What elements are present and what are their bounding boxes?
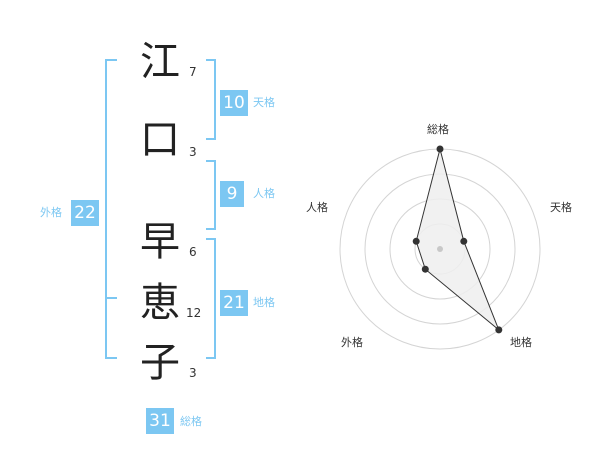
- stroke-count-4: 12: [186, 306, 202, 320]
- radar-point-4: [412, 237, 420, 245]
- jinkaku-label: 人格: [253, 187, 275, 200]
- gaikaku-bracket: [105, 59, 117, 359]
- name-char-1: 江: [140, 39, 180, 85]
- soukaku-badge: 31: [146, 408, 174, 434]
- radar-point-1: [460, 237, 468, 245]
- name-char-3: 早: [140, 219, 180, 265]
- radar-center-dot: [437, 246, 443, 252]
- soukaku-label: 総格: [180, 415, 202, 428]
- name-char-2: 口: [140, 117, 180, 163]
- radar-axis-label-jinkaku: 人格: [306, 201, 328, 214]
- name-char-4: 恵: [140, 280, 180, 326]
- chikaku-badge: 21: [220, 290, 248, 316]
- stroke-count-2: 3: [189, 145, 197, 159]
- jinkaku-badge: 9: [220, 181, 244, 207]
- gaikaku-label: 外格: [40, 206, 62, 219]
- stroke-count-5: 3: [189, 366, 197, 380]
- name-char-5: 子: [140, 340, 180, 386]
- radar-axis-label-chikaku: 地格: [510, 336, 532, 349]
- stroke-count-1: 7: [189, 65, 197, 79]
- radar-axis-label-tenkaku: 天格: [550, 201, 572, 214]
- radar-axis-label-soukaku: 総格: [427, 123, 449, 136]
- radar-point-2: [495, 326, 503, 334]
- chikaku-label: 地格: [253, 296, 275, 309]
- radar-point-0: [436, 145, 444, 153]
- gaikaku-badge: 22: [71, 200, 99, 226]
- tenkaku-label: 天格: [253, 96, 275, 109]
- radar-point-3: [421, 265, 429, 273]
- chikaku-bracket: [206, 238, 216, 359]
- stroke-count-3: 6: [189, 245, 197, 259]
- tenkaku-bracket: [206, 59, 216, 140]
- jinkaku-bracket: [206, 160, 216, 230]
- radar-value-polygon: [415, 148, 500, 331]
- radar-axis-label-gaikaku: 外格: [341, 336, 363, 349]
- tenkaku-badge: 10: [220, 90, 248, 116]
